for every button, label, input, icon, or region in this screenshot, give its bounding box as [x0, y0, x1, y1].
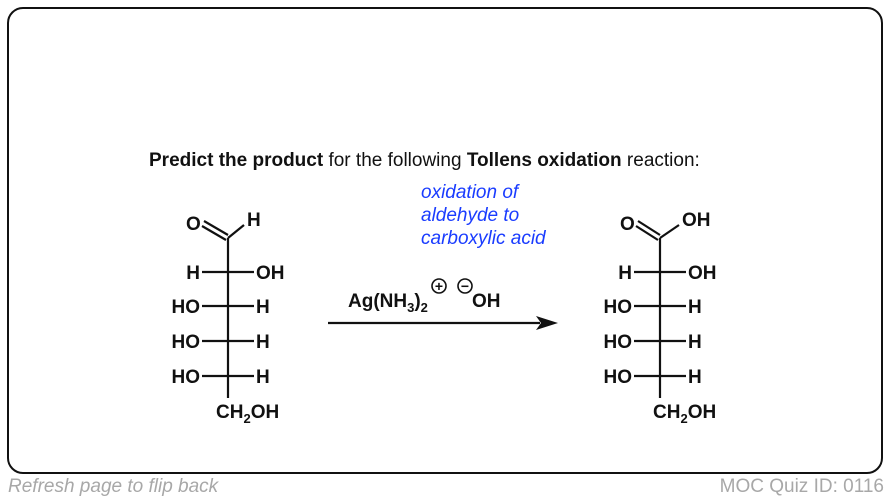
annotation: oxidation of aldehyde to carboxylic acid — [421, 182, 547, 249]
fischer-row: HO H — [172, 367, 270, 388]
right-substituent: H — [688, 332, 702, 353]
fischer-row: H OH — [186, 263, 284, 284]
right-substituent: H — [688, 367, 702, 388]
left-substituent: H — [186, 263, 200, 284]
right-substituent: OH — [256, 263, 285, 284]
left-substituent: HO — [604, 297, 633, 318]
right-substituent: H — [256, 367, 270, 388]
question-text: Predict the product for the following To… — [149, 150, 700, 171]
svg-text:O: O — [186, 214, 201, 235]
left-substituent: HO — [172, 297, 201, 318]
svg-text:carboxylic acid: carboxylic acid — [421, 228, 547, 249]
fischer-row: H OH — [618, 263, 716, 284]
svg-text:H: H — [247, 210, 261, 231]
reaction-arrow: Ag(NH3)2 + − OH — [328, 278, 558, 330]
reagent-label: Ag(NH3)2 — [348, 291, 428, 315]
svg-text:OH: OH — [682, 210, 711, 231]
right-substituent: H — [256, 332, 270, 353]
right-substituent: OH — [688, 263, 717, 284]
left-substituent: H — [618, 263, 632, 284]
svg-text:CH2OH: CH2OH — [653, 402, 716, 426]
quiz-id: MOC Quiz ID: 0116 — [719, 476, 884, 497]
left-substituent: HO — [172, 332, 201, 353]
svg-text:oxidation of: oxidation of — [421, 182, 520, 203]
left-substituent: HO — [604, 332, 633, 353]
fischer-row: HO H — [604, 297, 702, 318]
svg-text:OH: OH — [472, 291, 501, 312]
svg-text:O: O — [620, 214, 635, 235]
svg-text:−: − — [461, 278, 469, 294]
fischer-row: HO H — [604, 367, 702, 388]
fischer-row: HO H — [604, 332, 702, 353]
refresh-hint: Refresh page to flip back — [8, 476, 219, 497]
left-substituent: HO — [604, 367, 633, 388]
svg-text:+: + — [435, 278, 443, 294]
svg-text:aldehyde to: aldehyde to — [421, 205, 519, 226]
right-substituent: H — [256, 297, 270, 318]
quiz-card[interactable] — [7, 7, 883, 474]
fischer-row: HO H — [172, 332, 270, 353]
right-substituent: H — [688, 297, 702, 318]
left-substituent: HO — [172, 367, 201, 388]
fischer-row: HO H — [172, 297, 270, 318]
svg-text:CH2OH: CH2OH — [216, 402, 279, 426]
